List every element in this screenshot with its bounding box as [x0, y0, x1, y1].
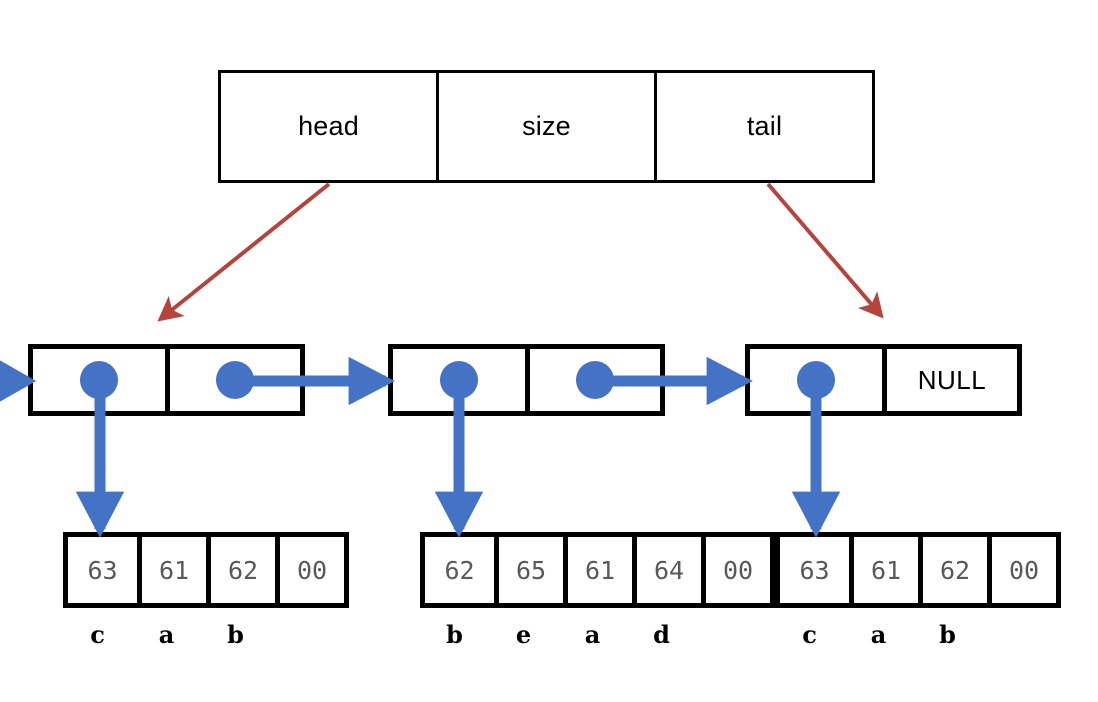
node-1-data-pointer-dot [80, 361, 118, 399]
data-buffer-3-byte-3: 00 [987, 537, 1056, 603]
struct-cell-size: size [436, 73, 654, 180]
data-buffer-3-char-2: b [939, 620, 956, 649]
data-buffer-3: 63 61 62 00 [775, 532, 1061, 608]
data-buffer-2-byte-2: 61 [563, 537, 632, 603]
node-1-next-pointer-dot [216, 361, 254, 399]
data-buffer-2-byte-4: 00 [701, 537, 770, 603]
data-buffer-1-byte-1: 61 [137, 537, 206, 603]
node-3-data-cell [750, 349, 882, 411]
linked-list-struct-box: head size tail [218, 70, 875, 183]
data-buffer-1-char-1: a [158, 620, 175, 649]
data-buffer-3-char-3 [982, 620, 1051, 654]
node-2 [388, 344, 665, 416]
data-buffer-1-char-row: c a b [63, 620, 339, 654]
data-buffer-1: 63 61 62 00 [63, 532, 349, 608]
struct-cell-tail: tail [654, 73, 872, 180]
data-buffer-2-char-1: e [515, 620, 532, 649]
node-2-next-pointer-dot [576, 361, 614, 399]
data-buffer-2-byte-3: 64 [632, 537, 701, 603]
node-3-next-cell: NULL [882, 349, 1017, 411]
data-buffer-3-char-0: c [802, 620, 817, 649]
data-buffer-2-char-0: b [446, 620, 463, 649]
data-buffer-3-char-1: a [870, 620, 887, 649]
node-1-data-cell [33, 349, 165, 411]
data-buffer-2-char-row: b e a d [420, 620, 765, 654]
node-3: NULL [745, 344, 1022, 416]
tail-pointer-arrow [766, 182, 884, 319]
data-buffer-3-byte-2: 62 [918, 537, 987, 603]
data-buffer-1-char-2: b [227, 620, 244, 649]
struct-cell-head: head [221, 73, 436, 180]
data-buffer-2-char-3: d [653, 620, 670, 649]
data-buffer-1-byte-3: 00 [275, 537, 344, 603]
node-1 [28, 344, 305, 416]
data-buffer-1-byte-0: 63 [87, 555, 118, 585]
data-buffer-2-char-4 [696, 620, 765, 654]
struct-cell-tail-label: tail [746, 111, 783, 141]
data-buffer-1-byte-2: 62 [206, 537, 275, 603]
data-buffer-2-byte-0: 62 [444, 555, 475, 585]
node-1-next-cell [165, 349, 300, 411]
head-pointer-arrow [157, 182, 331, 322]
data-buffer-2-char-2: a [584, 620, 601, 649]
data-buffer-2: 62 65 61 64 00 [420, 532, 775, 608]
data-buffer-3-char-row: c a b [775, 620, 1051, 654]
node-2-data-cell [393, 349, 525, 411]
data-buffer-3-byte-0: 63 [799, 555, 830, 585]
data-buffer-2-byte-1: 65 [494, 537, 563, 603]
node-3-data-pointer-dot [797, 361, 835, 399]
node-2-data-pointer-dot [440, 361, 478, 399]
data-buffer-3-byte-1: 61 [849, 537, 918, 603]
struct-cell-head-label: head [298, 111, 359, 141]
node-2-next-cell [525, 349, 660, 411]
data-buffer-1-char-0: c [90, 620, 105, 649]
data-buffer-1-char-3 [270, 620, 339, 654]
struct-cell-size-label: size [522, 111, 571, 141]
node-3-null-label: NULL [917, 364, 987, 395]
